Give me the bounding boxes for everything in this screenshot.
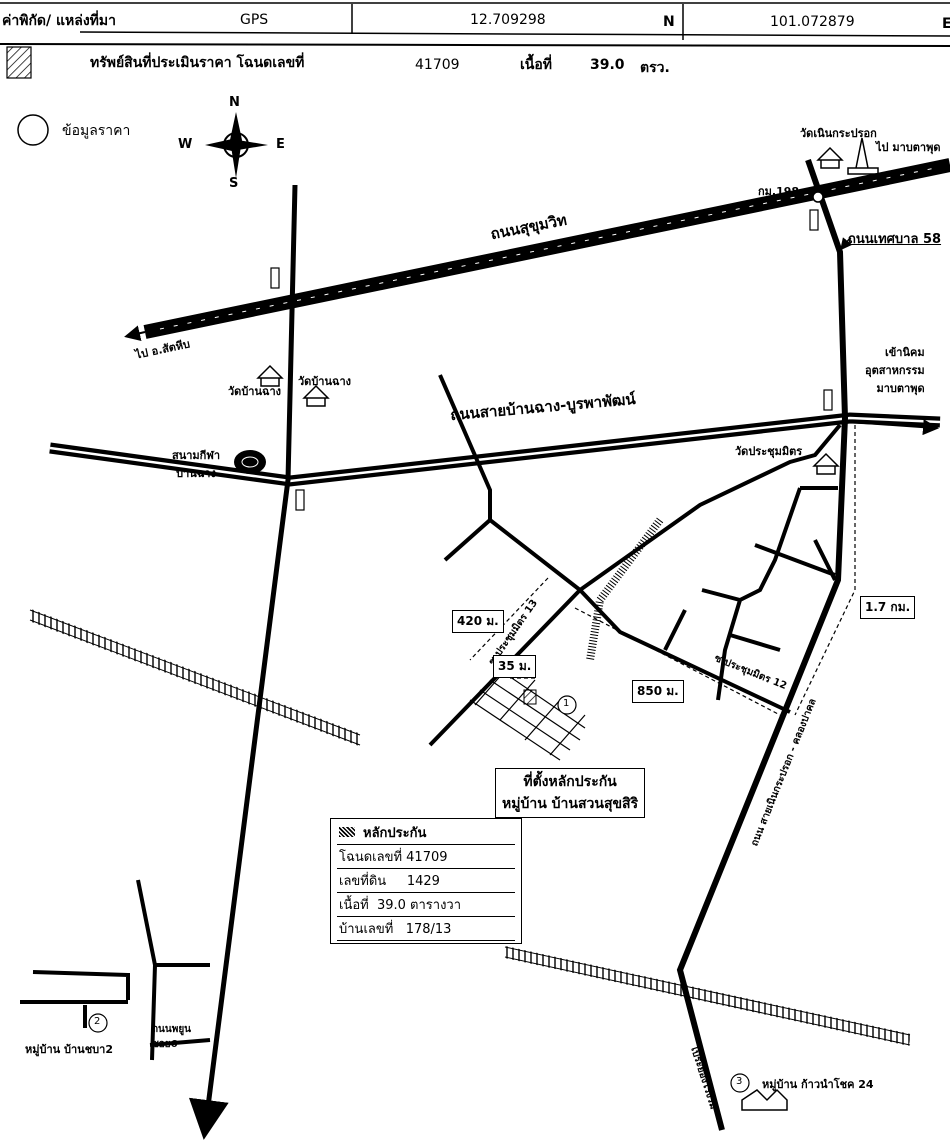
longitude: 101.072879: [770, 14, 855, 30]
distance-lines: [469, 425, 856, 716]
deed-no: 41709: [415, 57, 460, 73]
label-thesaban58: ถนนเทศบาล 58: [848, 232, 942, 247]
marker-3: 3: [736, 1076, 743, 1087]
location-line-1: ที่ตั้งหลักประกัน: [523, 774, 617, 790]
header-rules: [0, 2, 950, 47]
railway-right: [503, 946, 912, 1046]
km198-marker: [812, 191, 824, 203]
property-label: ทรัพย์สินที่ประเมินราคา โฉนดเลขที่: [90, 55, 305, 71]
location-line-2: หมู่บ้าน บ้านสวนสุขสิริ: [502, 796, 639, 812]
distance-420: 420 ม.: [452, 610, 504, 633]
label-village2: หมู่บ้าน บ้านชบา2: [25, 1043, 113, 1056]
hatch-icon: [339, 827, 355, 837]
collateral-plot: [523, 689, 537, 705]
village-grid: [469, 664, 586, 761]
compass-n: N: [229, 95, 240, 110]
marker-2: 2: [94, 1016, 101, 1027]
lon-dir: E: [942, 16, 950, 32]
price-info-circle-icon: [17, 114, 49, 146]
label-wat-banchang-1: วัดบ้านฉาง: [228, 385, 282, 398]
label-wat-noen: วัดเนินกระปรอก: [800, 127, 877, 140]
lat-dir: N: [663, 14, 675, 30]
coord-label: ค่าพิกัด/ แหล่งที่มา: [2, 13, 116, 29]
distance-850: 850 ม.: [632, 680, 684, 703]
canal: [586, 517, 664, 661]
railway-left: [27, 609, 363, 746]
road-left-vertical: [188, 184, 298, 1140]
compass-w: W: [178, 137, 193, 152]
label-wat-prachum: วัดประชุมมิตร: [735, 445, 803, 458]
distance-1-7km: 1.7 กม.: [860, 596, 916, 619]
marker-1: 1: [563, 698, 570, 709]
legend-house: บ้านเลขที่ 178/13: [337, 917, 515, 941]
compass-icon: [205, 112, 268, 178]
label-stadium: สนามกีฬา บ้านฉาง: [172, 449, 221, 480]
label-km198: กม.198: [758, 185, 800, 198]
collateral-legend: หลักประกัน โฉนดเลขที่ 41709 เลขที่ดิน 14…: [330, 818, 522, 944]
price-point-markers: [88, 695, 750, 1093]
label-to-maptaphut: ไป มาบตาพุด: [876, 141, 941, 154]
label-wat-banchang-2: วัดบ้านฉาง: [298, 375, 352, 388]
road-banchang-burapha: [49, 412, 941, 487]
legend-parcel: เลขที่ดิน 1429: [337, 869, 515, 893]
area-label: เนื้อที่: [520, 57, 552, 73]
compass-e: E: [276, 137, 285, 152]
label-industrial: เข้านิคม อุตสาหกรรม มาบตาพุด: [865, 346, 925, 395]
label-phayun: ถนนพยูน ซอย6: [152, 1024, 192, 1050]
stadium-icon: [234, 450, 266, 474]
legend-deed: โฉนดเลขที่ 41709: [337, 845, 515, 869]
legend-title-text: หลักประกัน: [363, 826, 427, 841]
area-unit: ตรว.: [640, 60, 670, 76]
label-village3: หมู่บ้าน ก้าวนำโชค 24: [762, 1078, 874, 1091]
distance-35: 35 ม.: [493, 655, 537, 678]
collateral-location-box: ที่ตั้งหลักประกัน หมู่บ้าน บ้านสวนสุขสิร…: [495, 768, 646, 818]
compass-s: S: [229, 176, 239, 191]
legend-area: เนื้อที่ 39.0 ตารางวา: [337, 893, 515, 917]
latitude: 12.709298: [470, 12, 546, 28]
area-value: 39.0: [590, 57, 625, 73]
local-roads: [20, 374, 842, 1061]
temple-icon: [256, 137, 879, 1111]
property-hatch-icon: [6, 46, 32, 79]
legend-title: หลักประกัน: [337, 821, 515, 845]
price-info-label: ข้อมูลราคา: [62, 123, 131, 139]
traffic-light-icon: [270, 209, 833, 511]
coord-source: GPS: [240, 12, 269, 28]
